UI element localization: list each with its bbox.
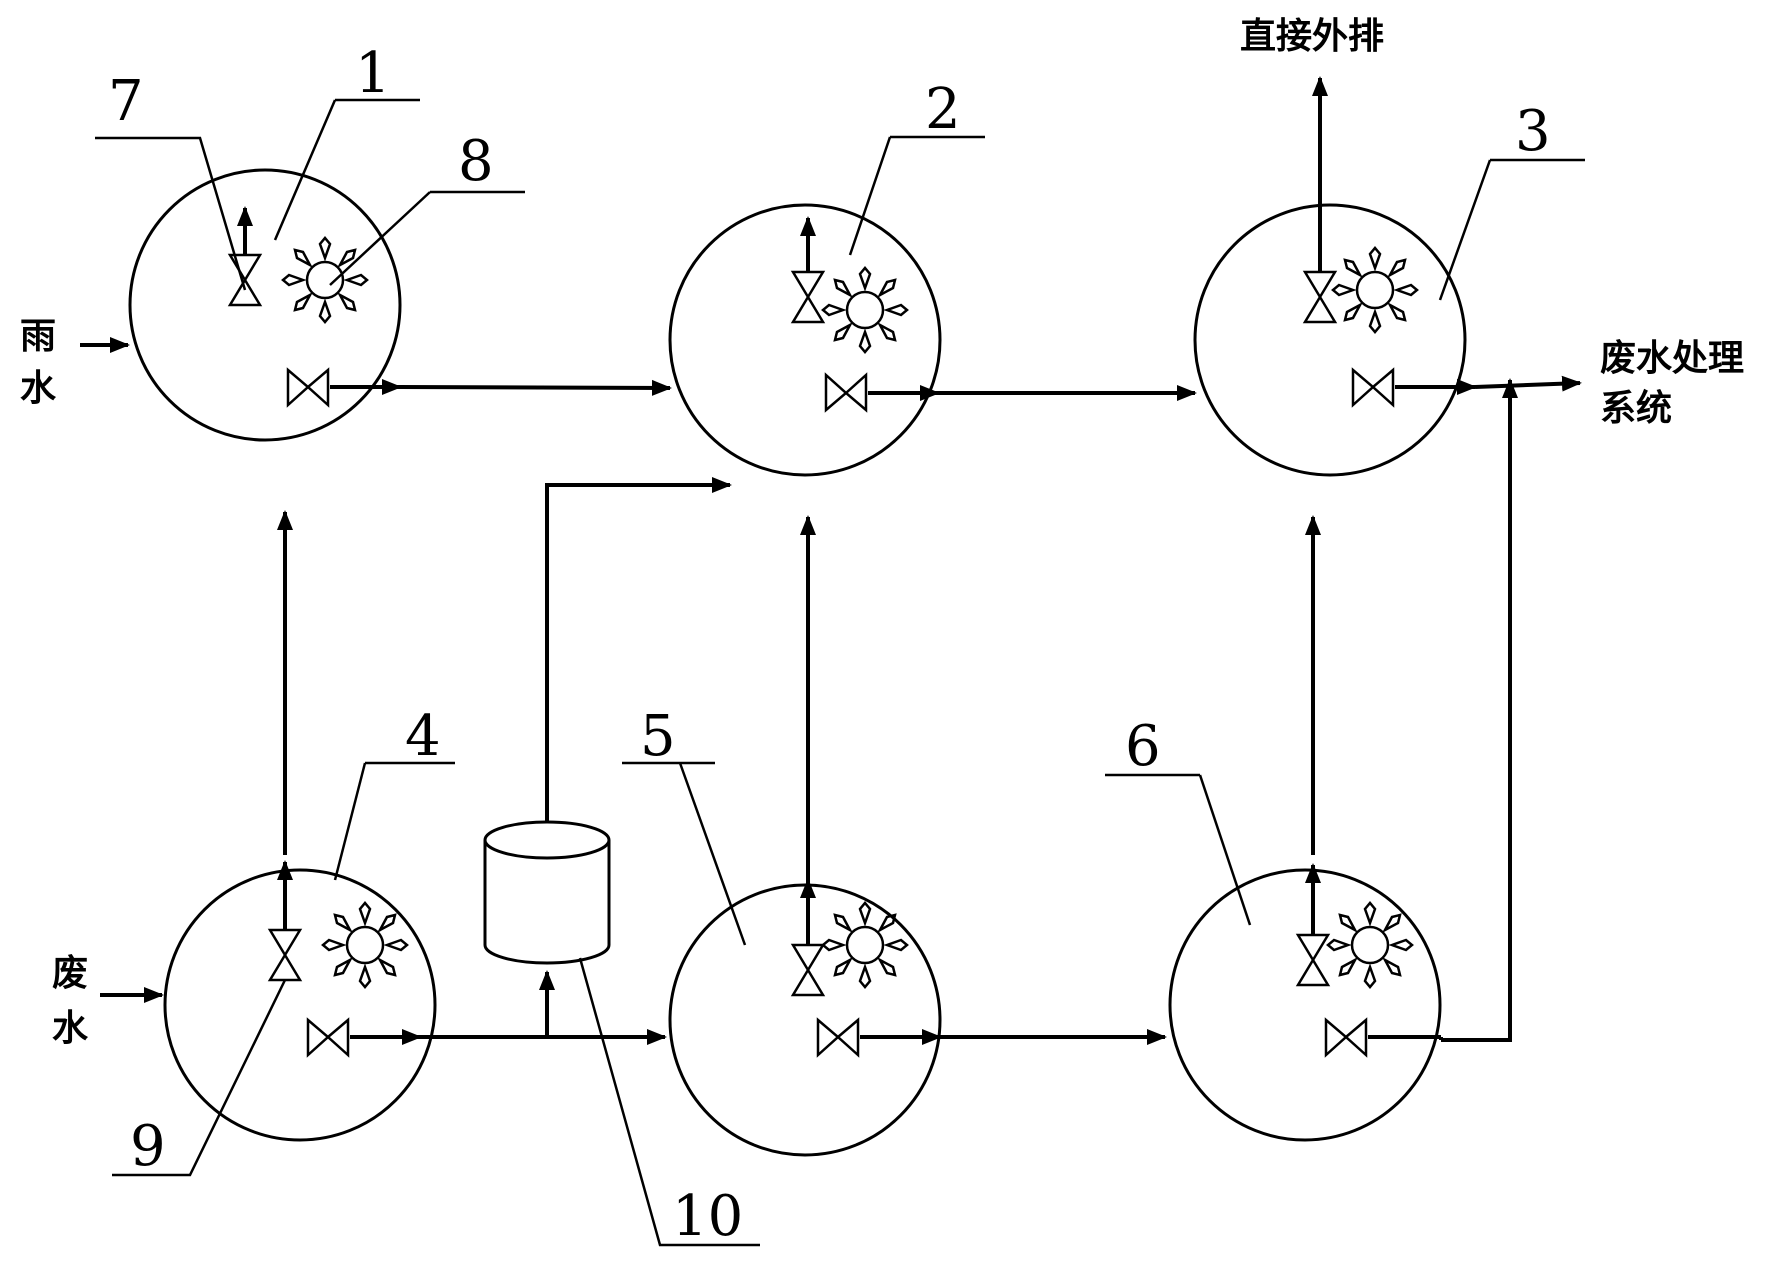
tank-1 [128,168,402,442]
label-7: 7 [108,69,144,134]
tank-3 [1193,203,1467,477]
label-5: 5 [640,704,676,769]
pipelines [80,76,1582,1045]
tank-2 [668,203,942,477]
treatment-label-2: 系统 [1600,388,1672,429]
rain-label-1: 雨 [20,316,56,357]
dosing-tank [483,820,611,965]
direct-discharge-label: 直接外排 [1240,16,1384,57]
label-10: 10 [672,1184,743,1249]
waste-label-1: 废 [52,953,88,994]
tank-6 [1168,868,1442,1142]
label-9: 9 [130,1114,166,1179]
leader-lines [95,98,1585,1247]
rain-label-2: 水 [20,368,57,409]
label-3: 3 [1515,99,1551,164]
agitators [281,236,1419,989]
label-4: 4 [405,704,441,769]
horizontal-valves [286,367,1395,1058]
tank-4 [163,868,437,1142]
label-2: 2 [925,77,961,142]
label-6: 6 [1125,714,1161,779]
waste-label-2: 水 [52,1008,89,1049]
tank-5 [668,883,942,1157]
vertical-valves [227,253,1338,997]
treatment-label-1: 废水处理 [1600,338,1744,379]
label-8: 8 [458,129,494,194]
label-1: 1 [355,41,391,106]
